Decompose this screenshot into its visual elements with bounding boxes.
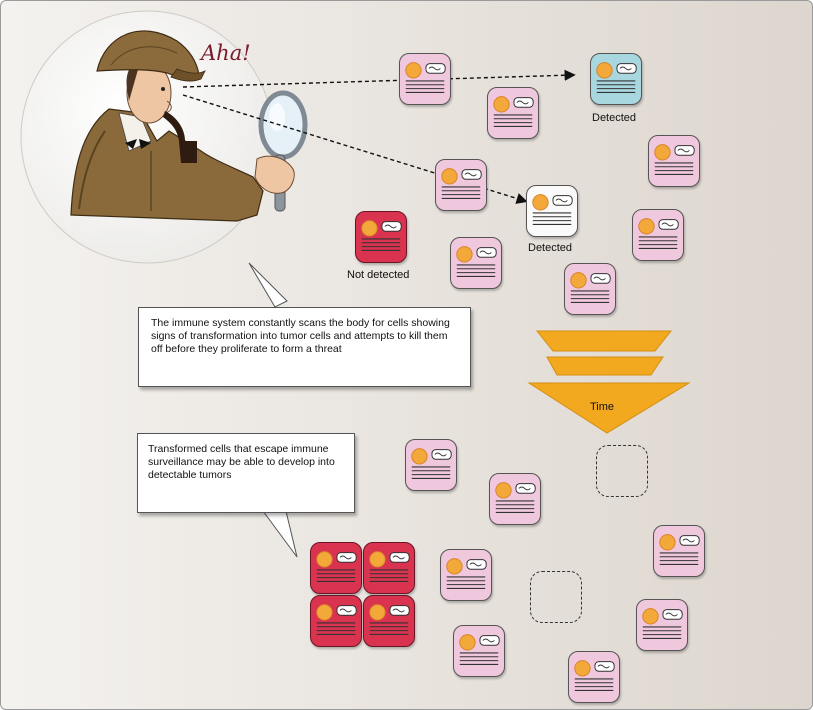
gaze-line-top [182, 69, 576, 88]
bow-tie-icon [125, 139, 151, 149]
scan-callout-pointer [248, 262, 288, 308]
normal-cell [636, 599, 688, 651]
normal-cell [399, 53, 451, 105]
pipe-icon [163, 111, 197, 163]
tumor-cluster-cell [363, 542, 415, 594]
detected-label-middle: Detected [528, 242, 573, 254]
transforming-cell [435, 159, 487, 211]
normal-cell [648, 135, 700, 187]
time-arrow-icon: Time [527, 330, 691, 434]
detected-cell-top [590, 53, 642, 105]
normal-cell [489, 473, 541, 525]
eliminated-cell-outline [530, 571, 582, 623]
tumor-cluster-cell [310, 542, 362, 594]
normal-cell [405, 439, 457, 491]
normal-cell [450, 237, 502, 289]
eliminated-cell-outline [596, 445, 648, 497]
detective-coat-icon [70, 108, 264, 222]
normal-cell [453, 625, 505, 677]
escape-callout: Transformed cells that escape immune sur… [137, 433, 355, 513]
tumor-cluster-cell [310, 595, 362, 647]
time-label: Time [590, 401, 614, 413]
detected-label-top: Detected [592, 112, 637, 124]
hand-icon [254, 155, 295, 194]
gaze-line-middle [182, 94, 528, 204]
aha-exclamation: Aha! [201, 41, 251, 65]
undetected-tumor-cell [355, 211, 407, 263]
normal-cell [487, 87, 539, 139]
scan-callout: The immune system constantly scans the b… [138, 307, 471, 387]
escape-callout-pointer [262, 506, 298, 558]
tumor-cluster-cell [363, 595, 415, 647]
detected-cell-middle [526, 185, 578, 237]
normal-cell [632, 209, 684, 261]
normal-cell [568, 651, 620, 703]
normal-cell [440, 549, 492, 601]
not-detected-label: Not detected [347, 269, 410, 281]
normal-cell [653, 525, 705, 577]
normal-cell [564, 263, 616, 315]
